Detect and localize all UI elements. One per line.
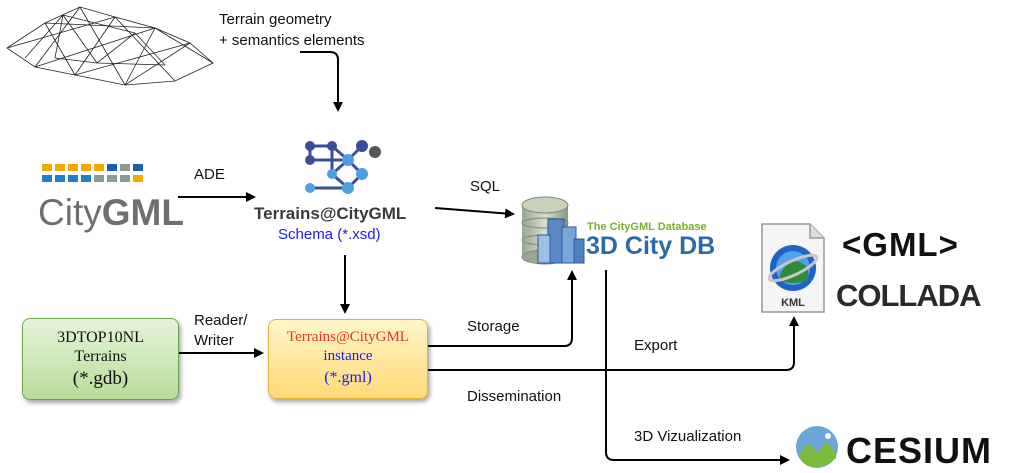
- terrain-geometry-label: Terrain geometry: [219, 11, 332, 28]
- writer-label: Writer: [194, 332, 234, 349]
- terrain-mesh-icon: [6, 6, 214, 86]
- schema-title: Terrains@CityGML: [254, 204, 407, 223]
- schema-network-icon: [305, 140, 381, 194]
- source-box-line2: Terrains: [74, 348, 127, 365]
- citygml-squares-icon: [42, 164, 143, 182]
- citygml-logo: CityGML: [38, 192, 184, 234]
- citydb-logo: 3D City DB: [586, 232, 716, 260]
- storage-label: Storage: [467, 318, 520, 335]
- ade-label: ADE: [194, 166, 225, 183]
- reader-label: Reader/: [194, 312, 248, 329]
- schema-subtitle: Schema (*.xsd): [278, 226, 381, 243]
- cesium-globe-icon: [796, 426, 838, 468]
- kml-label: KML: [781, 297, 805, 309]
- cesium-logo: CESIUM: [846, 430, 993, 471]
- source-box-line1: 3DTOP10NL: [57, 329, 144, 346]
- arrow-sql: [434, 207, 515, 219]
- arrow-3d-viz: [605, 270, 790, 465]
- arrow-storage: [427, 270, 577, 347]
- instance-box: Terrains@CityGML instance (*.gml): [268, 319, 428, 399]
- dissemination-label: Dissemination: [467, 388, 562, 405]
- semantics-elements-label: + semantics elements: [219, 32, 365, 49]
- arrow-terrain-to-schema: [300, 51, 343, 112]
- kml-file-icon: KML: [761, 223, 825, 313]
- 3d-visualization-label: 3D Vizualization: [634, 428, 742, 445]
- citydb-small-text: The CityGML Database: [587, 221, 707, 233]
- gml-logo: <GML>: [842, 226, 959, 263]
- instance-box-title: Terrains@CityGML: [287, 329, 409, 345]
- export-label: Export: [634, 337, 678, 354]
- source-box-line3: (*.gdb): [72, 368, 129, 389]
- sql-label: SQL: [470, 178, 501, 195]
- collada-logo: COLLADA: [836, 278, 982, 313]
- instance-box-line3: (*.gml): [324, 369, 372, 386]
- arrow-export: [427, 316, 799, 371]
- instance-box-line2: instance: [323, 348, 373, 364]
- citygml-logo-bold: GML: [101, 192, 184, 233]
- database-icon: [521, 196, 585, 265]
- citygml-logo-light: City: [38, 192, 102, 233]
- source-data-box: 3DTOP10NL Terrains (*.gdb): [22, 318, 179, 400]
